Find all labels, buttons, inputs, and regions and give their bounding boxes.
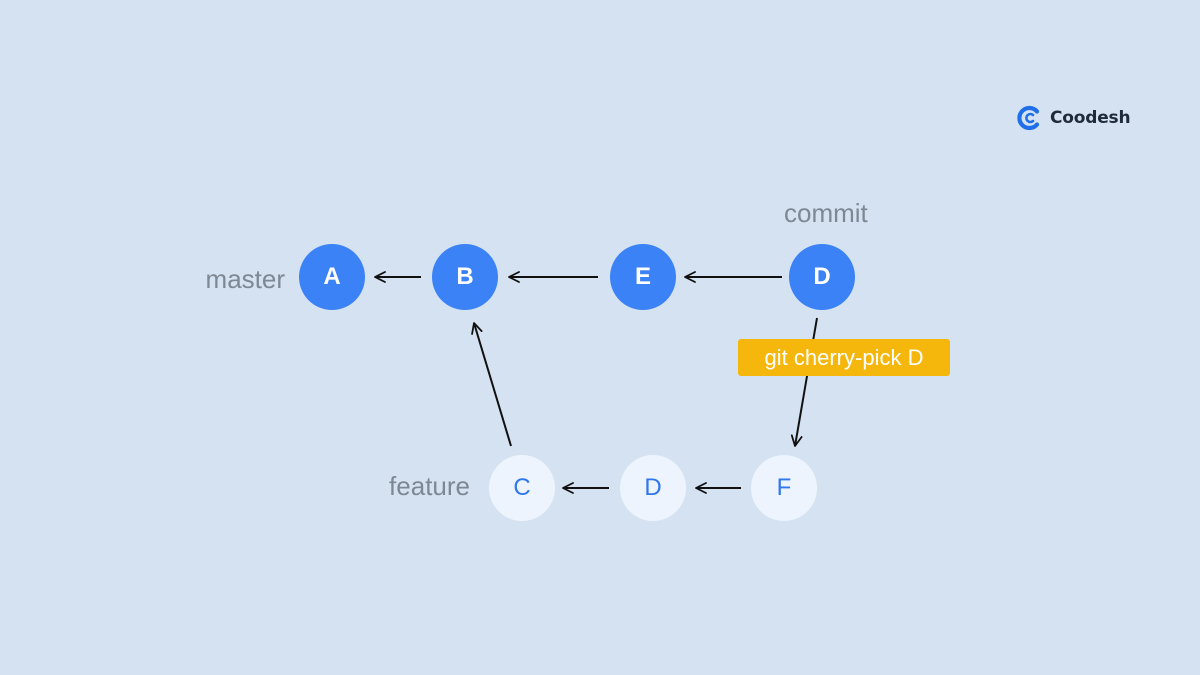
branch-label-feature: feature <box>389 471 470 501</box>
branch-label-master: master <box>205 264 285 294</box>
brand-logo: Coodesh <box>1016 102 1131 134</box>
arrow-cherry-pick-d-to-f <box>790 317 818 447</box>
brand-name: Coodesh <box>1050 108 1131 128</box>
commit-node-master-a: A <box>299 244 365 310</box>
commit-node-master-e: E <box>610 244 676 310</box>
commit-node-feature-d: D <box>620 455 686 521</box>
commit-node-master-d: D <box>789 244 855 310</box>
cherry-pick-command-badge: git cherry-pick D <box>738 339 950 376</box>
commit-node-master-b: B <box>432 244 498 310</box>
commit-node-feature-f: F <box>751 455 817 521</box>
commit-label: commit <box>784 198 868 228</box>
commit-node-feature-c: C <box>489 455 555 521</box>
coodesh-logo-icon <box>1017 105 1040 131</box>
arrow-c-to-b <box>471 322 512 447</box>
